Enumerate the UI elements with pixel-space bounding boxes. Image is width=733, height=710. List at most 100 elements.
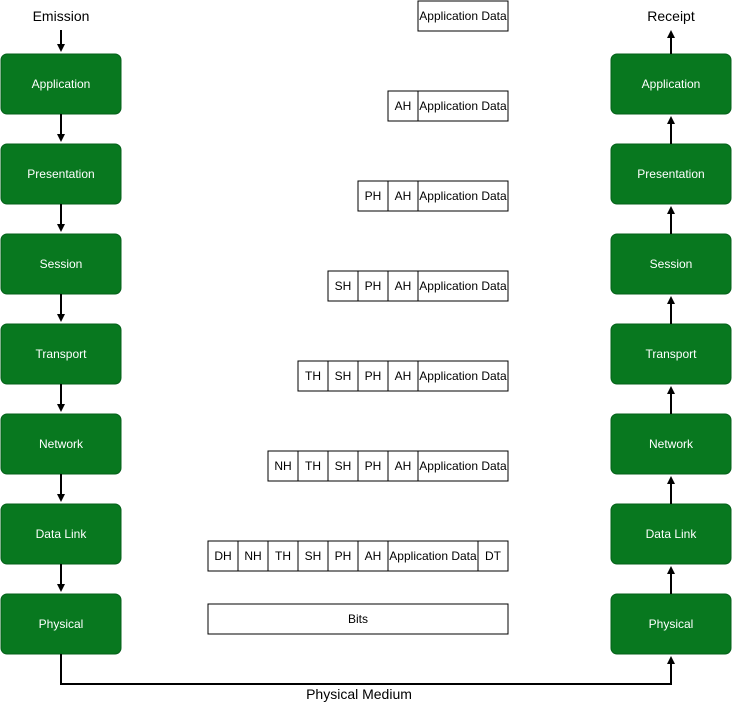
packet-cell-ah: AH — [387, 360, 419, 392]
packet-cell-nh: NH — [267, 450, 299, 482]
emission-label: Emission — [33, 8, 90, 24]
packet-cell-ph: PH — [357, 270, 389, 302]
packet-cell-sh: SH — [327, 270, 359, 302]
packet-cell-label: Application Data — [419, 279, 507, 293]
receiver-layer-physical: Physical — [610, 593, 732, 655]
packet-cell-label: Application Data — [419, 99, 507, 113]
packet-row: PH AH Application Data — [357, 180, 509, 212]
receiver-layer-label: Session — [650, 257, 693, 271]
packet-cell-label: Application Data — [389, 549, 477, 563]
sender-layer-presentation: Presentation — [0, 143, 122, 205]
packet-cell-label: AH — [395, 189, 412, 203]
packet-cell-label: Application Data — [419, 189, 507, 203]
packet-cell-dh: DH — [207, 540, 239, 572]
packet-cell-ah: AH — [387, 180, 419, 212]
sender-layer-stack: ApplicationPresentationSessionTransportN… — [0, 53, 122, 655]
packet-cell-label: AH — [395, 369, 412, 383]
packet-cell-label: SH — [335, 279, 352, 293]
receipt-label: Receipt — [647, 8, 695, 24]
packet-row: Bits — [207, 603, 509, 635]
physical-medium-label: Physical Medium — [306, 686, 412, 702]
receiver-layer-presentation: Presentation — [610, 143, 732, 205]
receiver-layer-data-link: Data Link — [610, 503, 732, 565]
packet-row: TH SH PH AH Application Data — [297, 360, 509, 392]
packet-cell-bits: Bits — [207, 603, 509, 635]
packet-cell-sh: SH — [327, 450, 359, 482]
receiver-layer-application: Application — [610, 53, 732, 115]
sender-layer-network: Network — [0, 413, 122, 475]
receiver-layer-label: Application — [642, 77, 701, 91]
packet-cell-dt: DT — [477, 540, 509, 572]
packet-row: DH NH TH SH PH AH Application Data DT — [207, 540, 509, 572]
packet-cell-label: DT — [485, 549, 502, 563]
packet-cell-ph: PH — [357, 450, 389, 482]
packet-cell-label: NH — [274, 459, 291, 473]
packet-cell-application-data: Application Data — [417, 180, 509, 212]
packet-cell-label: SH — [305, 549, 322, 563]
packet-cell-label: AH — [395, 99, 412, 113]
packet-row: SH PH AH Application Data — [327, 270, 509, 302]
physical-medium-connector — [60, 654, 675, 685]
packet-cell-ah: AH — [387, 90, 419, 122]
packet-cell-label: PH — [365, 189, 382, 203]
receiver-layer-transport: Transport — [610, 323, 732, 385]
packet-row: NH TH SH PH AH Application Data — [267, 450, 509, 482]
packet-row: Application Data — [417, 0, 509, 32]
packet-cell-label: Bits — [348, 612, 368, 626]
sender-layer-label: Physical — [39, 617, 84, 631]
packet-cell-th: TH — [297, 450, 329, 482]
packet-cell-label: PH — [365, 279, 382, 293]
packet-cell-label: DH — [214, 549, 231, 563]
sender-layer-label: Network — [39, 437, 84, 451]
packet-cell-label: TH — [305, 369, 321, 383]
sender-layer-label: Presentation — [27, 167, 94, 181]
packet-cell-label: AH — [395, 459, 412, 473]
packet-cell-label: NH — [244, 549, 261, 563]
flow-arrows — [57, 30, 675, 685]
receiver-layer-label: Presentation — [637, 167, 704, 181]
packet-cell-sh: SH — [327, 360, 359, 392]
packet-cell-ph: PH — [357, 180, 389, 212]
packet-cell-nh: NH — [237, 540, 269, 572]
receiver-layer-session: Session — [610, 233, 732, 295]
sender-layer-application: Application — [0, 53, 122, 115]
receiver-layer-label: Physical — [649, 617, 694, 631]
packet-cell-label: TH — [275, 549, 291, 563]
sender-layer-physical: Physical — [0, 593, 122, 655]
packet-cell-label: PH — [335, 549, 352, 563]
packet-cell-label: SH — [335, 369, 352, 383]
receiver-layer-network: Network — [610, 413, 732, 475]
packet-cell-label: AH — [395, 279, 412, 293]
sender-layer-label: Application — [32, 77, 91, 91]
packet-cell-ah: AH — [357, 540, 389, 572]
packet-cell-application-data: Application Data — [417, 360, 509, 392]
receiver-layer-label: Data Link — [646, 527, 698, 541]
packet-cell-ah: AH — [387, 270, 419, 302]
receiver-layer-label: Transport — [646, 347, 698, 361]
packet-cell-ph: PH — [357, 360, 389, 392]
packet-cell-application-data: Application Data — [417, 0, 509, 32]
packet-cell-application-data: Application Data — [417, 90, 509, 122]
packet-cell-th: TH — [267, 540, 299, 572]
sender-layer-transport: Transport — [0, 323, 122, 385]
sender-layer-label: Transport — [36, 347, 88, 361]
packet-cell-ph: PH — [327, 540, 359, 572]
sender-layer-session: Session — [0, 233, 122, 295]
packet-cell-label: PH — [365, 369, 382, 383]
sender-layer-label: Data Link — [36, 527, 88, 541]
packet-cell-th: TH — [297, 360, 329, 392]
packet-cell-ah: AH — [387, 450, 419, 482]
receiver-layer-stack: ApplicationPresentationSessionTransportN… — [610, 53, 732, 655]
packet-cell-label: TH — [305, 459, 321, 473]
packet-cell-label: PH — [365, 459, 382, 473]
packet-cell-application-data: Application Data — [387, 540, 479, 572]
packet-cell-label: Application Data — [419, 9, 507, 23]
receiver-layer-label: Network — [649, 437, 694, 451]
packet-cell-label: Application Data — [419, 369, 507, 383]
sender-layer-label: Session — [40, 257, 83, 271]
packet-cell-application-data: Application Data — [417, 270, 509, 302]
packet-cell-application-data: Application Data — [417, 450, 509, 482]
packet-cell-label: AH — [365, 549, 382, 563]
